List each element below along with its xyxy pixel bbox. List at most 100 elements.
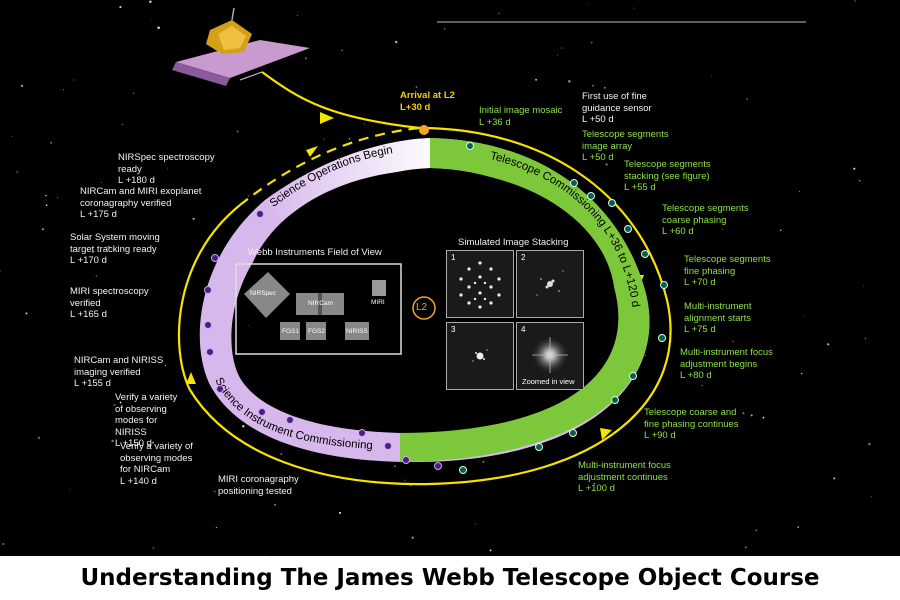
star (415, 86, 418, 88)
instrument-label-fgs2: FGS2 (308, 328, 325, 335)
milestone-text: Solar System moving target tracking read… (70, 232, 160, 255)
star (833, 477, 836, 480)
star (323, 138, 325, 140)
star (132, 92, 135, 94)
star (710, 75, 713, 77)
milestone-text: Multi-instrument focus adjustment contin… (578, 460, 671, 483)
star (113, 403, 116, 407)
star (63, 89, 64, 91)
star (338, 511, 342, 514)
page-title: Understanding The James Webb Telescope O… (80, 565, 820, 591)
star (721, 228, 723, 230)
milestone-text: Initial image mosaic (479, 105, 563, 116)
instrument-label-fgs1: FGS1 (282, 328, 299, 335)
trajectory-dashed (239, 126, 421, 206)
milestone-dot (256, 210, 264, 218)
left-milestone-0: NIRSpec spectroscopy ready L +180 d (118, 152, 215, 187)
star (304, 57, 308, 60)
star (568, 80, 571, 83)
milestone-dot (286, 416, 294, 424)
milestone-day: L +155 d (74, 378, 111, 389)
left-milestone-2: Solar System moving target tracking read… (70, 232, 160, 267)
right-milestone-6: Multi-instrument alignment starts L +75 … (684, 301, 752, 336)
milestone-text: Telescope coarse and fine phasing contin… (644, 407, 739, 430)
star (164, 364, 167, 367)
star (247, 195, 250, 197)
star (149, 0, 152, 3)
star (91, 251, 94, 254)
star (474, 523, 476, 525)
star (100, 181, 102, 183)
milestone-text: NIRSpec spectroscopy ready (118, 152, 215, 175)
star (411, 536, 414, 539)
star (535, 78, 538, 81)
milestone-day: L +75 d (684, 324, 716, 335)
milestone-dot (206, 348, 214, 356)
milestone-dot (569, 429, 577, 437)
star (603, 86, 606, 89)
milestone-dot (641, 250, 649, 258)
milestone-day: L +80 d (680, 370, 712, 381)
star (157, 26, 160, 30)
left-milestone-4: NIRCam and NIRISS imaging verified L +15… (74, 355, 163, 390)
operations-fade (265, 138, 430, 225)
left-milestone-7: MIRI coronagraphy positioning tested (218, 474, 299, 497)
star (443, 28, 446, 30)
milestone-dot (660, 281, 668, 289)
milestone-day: L +90 d (644, 430, 676, 441)
arrival-marker (419, 125, 429, 135)
star (605, 163, 608, 166)
l2-circle (412, 296, 436, 320)
milestone-day: L +60 d (662, 226, 694, 237)
star (167, 168, 169, 170)
star (394, 465, 396, 468)
star (151, 20, 153, 22)
orbit-arrow-bottom (600, 428, 612, 440)
stacking-tile-1-dots (459, 261, 501, 309)
star (557, 54, 559, 56)
miri-box (372, 280, 386, 296)
milestone-text: Multi-instrument focus adjustment begins (680, 347, 773, 370)
dashed-arrow (306, 146, 318, 157)
niriss-box (345, 322, 369, 340)
star (560, 47, 563, 49)
milestone-dot (204, 321, 212, 329)
milestone-text: Telescope segments image array (582, 129, 669, 152)
milestone-dot (535, 443, 543, 451)
milestone-dot (459, 466, 467, 474)
star (348, 138, 350, 140)
star (797, 526, 799, 528)
stacking-tile-4-star (532, 337, 568, 373)
star (341, 49, 343, 52)
milestone-day: L +50 d (582, 152, 614, 163)
milestone-dot (629, 372, 637, 380)
star (762, 416, 765, 419)
fov-panel (235, 263, 402, 355)
star (742, 412, 745, 415)
left-milestone-5: Verify a variety of observing modes for … (115, 392, 177, 450)
star (280, 453, 283, 456)
milestone-dot (402, 456, 410, 464)
star (192, 217, 195, 220)
star (590, 41, 593, 44)
milestone-text: MIRI spectroscopy verified (70, 286, 149, 309)
orbit-arrow-left (186, 372, 196, 384)
star (744, 546, 747, 549)
milestone-day: L +170 d (70, 255, 107, 266)
star (633, 7, 635, 9)
milestone-text: Multi-instrument alignment starts (684, 301, 752, 324)
star (394, 40, 398, 44)
telescope-image (172, 7, 310, 86)
star (119, 6, 122, 9)
star (95, 275, 98, 277)
stacking-tile-2-dots (536, 270, 564, 296)
milestone-day: L +165 d (70, 309, 107, 320)
fgs2-box (306, 322, 326, 340)
star (45, 204, 48, 207)
approach-path (261, 71, 421, 130)
milestone-text: Telescope segments stacking (see figure) (624, 159, 711, 182)
milestone-dot (384, 442, 392, 450)
star (800, 372, 803, 375)
commissioning-band (400, 138, 650, 462)
stacking-tile-3-dots (472, 349, 488, 362)
